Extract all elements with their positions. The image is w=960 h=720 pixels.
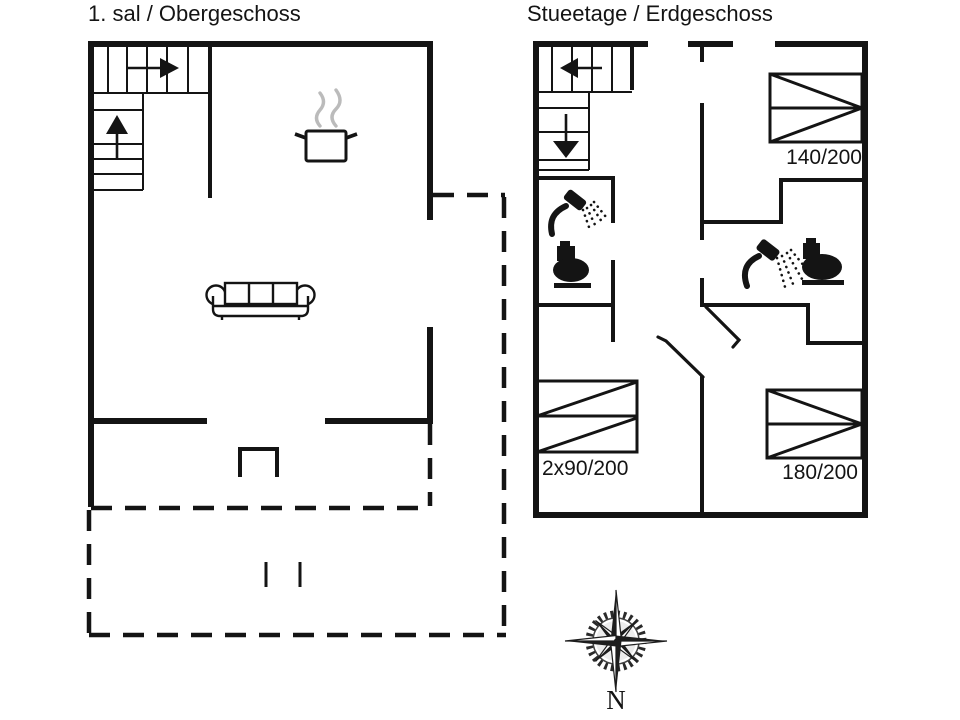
steam-icon bbox=[314, 88, 342, 128]
upper-staircase bbox=[91, 44, 210, 192]
terrace-ticks bbox=[264, 562, 302, 587]
toilet-icon-2 bbox=[802, 238, 844, 285]
upper-floor-title: 1. sal / Obergeschoss bbox=[88, 1, 301, 26]
cooking-pot-icon bbox=[294, 129, 358, 163]
bed-double-bottom-right bbox=[765, 388, 864, 460]
sofa-icon bbox=[205, 281, 316, 320]
staircase-up-arrow bbox=[106, 115, 128, 159]
ground-staircase bbox=[536, 44, 632, 172]
bed-double-top-right bbox=[768, 72, 864, 144]
staircase-down-arrow bbox=[553, 114, 579, 158]
ground-floor-title: Stueetage / Erdgeschoss bbox=[527, 1, 773, 26]
compass-rose bbox=[564, 589, 668, 693]
bed-size-label-180-200: 180/200 bbox=[782, 461, 858, 484]
ground-floor-plan bbox=[533, 41, 868, 518]
chimney-mark bbox=[238, 447, 279, 477]
bed-size-label-2x90-200: 2x90/200 bbox=[542, 457, 629, 480]
upper-floor-walls bbox=[88, 41, 433, 507]
door-swing-lines bbox=[656, 305, 742, 379]
ground-floor-inner-walls bbox=[534, 42, 862, 515]
bed-twin-bottom-left bbox=[535, 379, 639, 454]
shower-icon-2 bbox=[741, 239, 811, 289]
upper-floor-plan bbox=[86, 41, 507, 638]
compass-north-label: N bbox=[606, 685, 626, 715]
staircase-left-arrow bbox=[560, 58, 602, 78]
terrace-dashed-outline bbox=[86, 192, 507, 638]
shower-icon bbox=[548, 189, 608, 237]
toilet-icon bbox=[553, 241, 591, 288]
staircase-right-arrow bbox=[126, 58, 179, 78]
bed-size-label-140-200: 140/200 bbox=[786, 146, 862, 169]
